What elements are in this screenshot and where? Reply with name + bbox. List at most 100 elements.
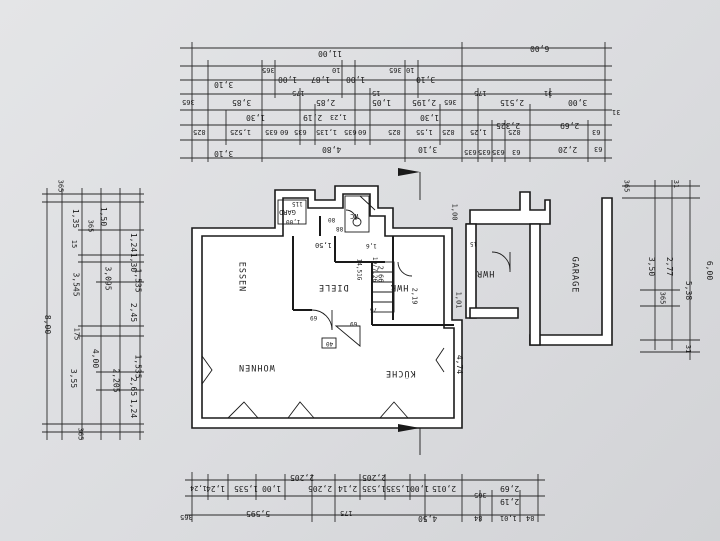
plan-label-11: 40 xyxy=(326,340,334,347)
plan-label-6: 14,51G xyxy=(355,258,363,281)
bottom-dim-r3-4: 84 xyxy=(474,514,483,522)
bottom-dim-r2-2: 2,14 xyxy=(338,484,358,493)
plan-label-15: 76 xyxy=(370,306,378,313)
top-dim-r1-1: 6,00 xyxy=(530,44,550,53)
bottom-dim-r1-4: 2,205 xyxy=(362,473,387,482)
top-dim-r7-7: 60 xyxy=(358,128,367,136)
top-dim-r7-12: 825 xyxy=(508,128,521,136)
bottom-dim-r2-6: 2,69 xyxy=(500,484,520,493)
top-dim-r7-3: 60 xyxy=(280,128,289,136)
top-dim-r7-13: 63 xyxy=(592,128,601,136)
top-dim-r3-1: 1,00 xyxy=(278,75,298,84)
plan-label-17: 88 xyxy=(336,225,344,232)
left-dim-outer-1: 8,00 xyxy=(43,314,53,335)
top-dim-r3-2: 1,87 xyxy=(311,75,331,84)
top-dim-r8-6: 63 xyxy=(512,148,521,156)
right-dim-a-0: 365 xyxy=(622,179,631,193)
house-walls xyxy=(191,185,463,429)
right-dim-c-0: 5,38 xyxy=(684,280,694,301)
plan-label-10: 69 xyxy=(350,320,358,327)
top-dim-r6-1: 2,19 xyxy=(303,113,323,122)
bottom-dim-r1-7: 1,24 xyxy=(190,484,207,492)
room-label-garage: GARAGE xyxy=(569,256,580,294)
left-dim-inner-5: 1,535 xyxy=(133,354,143,379)
top-dim-r2-1: 10 xyxy=(332,66,341,74)
bottom-dim-r1-1: 1,535 xyxy=(234,484,259,493)
top-dim-r5-3: 2,195 xyxy=(412,98,437,107)
right-dimension-lines xyxy=(622,180,700,360)
top-dim-r3-0: 3,10 xyxy=(214,80,234,89)
room-label-hwr-house: HWR xyxy=(390,282,409,292)
top-dim-r7-2: 635 xyxy=(265,128,278,136)
top-dim-r7-6: 635 xyxy=(344,128,357,136)
top-dim-r2-3: 10 xyxy=(406,66,415,74)
plan-label-16: 1,00 xyxy=(286,218,301,225)
top-dim-r8-8: 63 xyxy=(594,145,603,153)
bottom-dim-r2-0: 2,015 xyxy=(432,484,457,493)
plan-label-0: 2,19 xyxy=(410,287,419,305)
plan-label-4: 1,00 xyxy=(450,203,459,221)
top-dim-r5-5: 2,515 xyxy=(500,98,525,107)
left-dim-mid-5: 175 xyxy=(72,327,81,341)
bottom-dim-r3-3: 4,50 xyxy=(418,514,438,523)
right-dim-b-1: 31 xyxy=(672,179,681,189)
left-dim-mid-2: 1,35 xyxy=(71,208,81,229)
plan-label-7: 19/7,26 xyxy=(371,256,379,283)
bottom-dim-r1-5: 1,535 xyxy=(386,484,411,493)
right-dim-b-0: 2,77 xyxy=(665,256,675,277)
room-label-essen: ESSEN xyxy=(236,261,247,293)
bottom-dim-r1-6: 1,00 xyxy=(410,484,430,493)
left-dim-inner-0: 1,24 xyxy=(129,232,139,253)
room-label-garderobe: GARD xyxy=(279,208,296,216)
bottom-dim-r3-0: 365 xyxy=(180,513,193,521)
top-dim-r5-1: 2,85 xyxy=(316,98,336,107)
top-dimension-lines xyxy=(180,42,612,162)
left-dim-mid-4: 3,545 xyxy=(71,272,81,297)
room-label-wc: WC xyxy=(350,212,359,220)
left-dim-inner-4: 2,45 xyxy=(129,302,139,323)
top-dim-r1-0: 11,00 xyxy=(318,49,343,58)
plan-label-1: 1,01 xyxy=(454,291,463,309)
top-dim-r6-5: 2,69 xyxy=(560,121,580,130)
left-dim-inner-8: 1,24 xyxy=(129,398,139,419)
left-dim-mid-0: 1,50 xyxy=(99,206,109,227)
top-dim-r4-0: 365 xyxy=(182,98,195,106)
left-dim-outer-2: 365 xyxy=(76,427,85,441)
plan-label-12: 80 xyxy=(328,216,336,223)
plan-label-13: 115 xyxy=(292,200,303,207)
bottom-dim-r1-3: 2,205 xyxy=(290,473,315,482)
bottom-dim-r2-4: 365 xyxy=(474,491,487,499)
top-dim-r7-4: 635 xyxy=(294,128,307,136)
bottom-dim-r3-1: 5,595 xyxy=(246,509,271,518)
bottom-dimension-lines xyxy=(185,472,545,522)
top-dim-r6-0: 1,30 xyxy=(246,113,266,122)
plan-label-9: 69 xyxy=(310,314,318,321)
left-dim-mid-7: 3,55 xyxy=(69,368,79,389)
top-dim-r8-2: 3,10 xyxy=(418,145,438,154)
left-dim-inner-6: 2,205 xyxy=(111,368,121,393)
plan-label-14: 15 xyxy=(470,240,478,247)
top-dim-r8-0: 3,10 xyxy=(214,149,234,158)
bottom-dim-r2-3: 2,205 xyxy=(308,484,333,493)
top-dim-r2-0: 365 xyxy=(262,66,275,74)
top-dim-r4-1: 175 xyxy=(292,89,305,97)
top-dim-r5-2: 1,05 xyxy=(372,98,392,107)
top-dim-r6-6: 31 xyxy=(612,108,621,116)
bottom-dim-r3-6: 84 xyxy=(526,514,535,522)
top-dim-r8-3: 635 xyxy=(464,148,477,156)
top-dim-r2-2: 365 xyxy=(389,66,402,74)
plan-label-2: 4,74 xyxy=(455,354,465,375)
left-dim-mid-6: 4,00 xyxy=(91,348,101,369)
left-dim-inner-3: 3,095 xyxy=(103,266,113,291)
top-dim-r4-2: 15 xyxy=(372,89,381,97)
bottom-dim-r3-2: 175 xyxy=(340,509,353,517)
top-dim-r8-1: 4,80 xyxy=(322,145,342,154)
left-dim-outer-0: 365 xyxy=(56,179,65,193)
left-dim-mid-3: 15 xyxy=(70,239,79,249)
left-dim-mid-1: 365 xyxy=(86,219,95,233)
top-dim-r6-3: 1,30 xyxy=(420,113,440,122)
right-dim-c-1: 31 xyxy=(684,344,693,354)
top-dim-r3-4: 3,10 xyxy=(416,75,436,84)
bottom-dim-r2-5: 2,19 xyxy=(500,497,520,506)
